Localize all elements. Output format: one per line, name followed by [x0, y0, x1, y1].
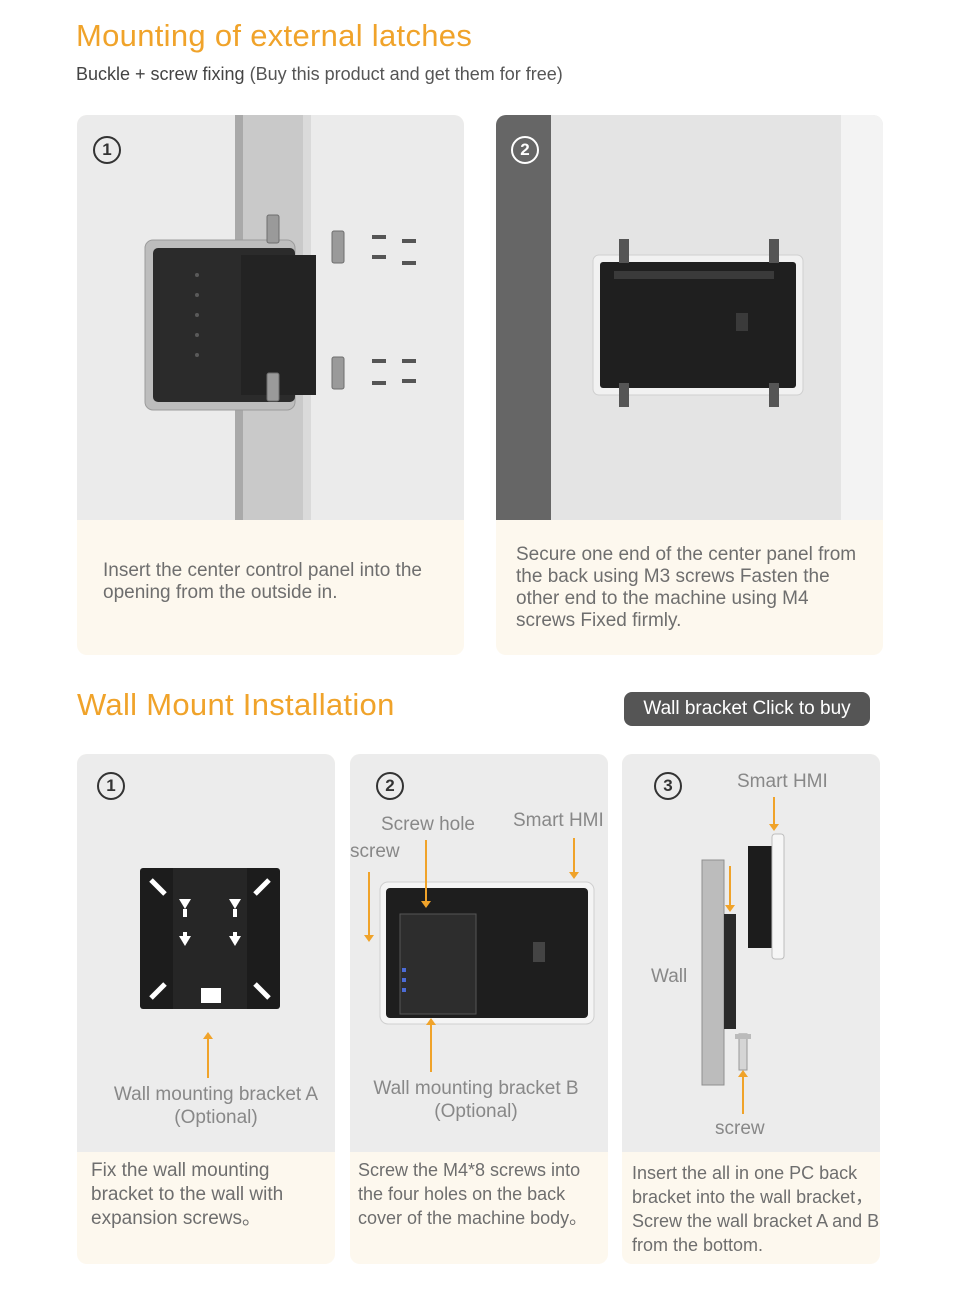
bracket-b-diagram [379, 881, 595, 1025]
label-bracket-a: Wall mounting bracket A (Optional) [113, 1084, 319, 1128]
bracket-a-diagram [140, 868, 280, 1009]
step-number-3: 3 [654, 772, 682, 800]
wall-step-1-illustration: 1 Wall mounting bracket A (Optional) [77, 754, 335, 1152]
latch-step-1-caption: Insert the center control panel into the… [103, 560, 422, 603]
label-screw-hole: Screw hole [381, 814, 475, 835]
wall-step-1-card: 1 Wall mounting bracket A (Optional) Fix… [77, 754, 335, 1264]
arrow-icon [421, 840, 431, 908]
label-bracket-b: Wall mounting bracket B (Optional) [373, 1078, 579, 1122]
arrow-icon [364, 872, 374, 942]
section-subtitle: Buckle + screw fixing (Buy this product … [76, 64, 563, 85]
wall-step-2-caption: Screw the M4*8 screws into the four hole… [358, 1160, 588, 1228]
label-screw: screw [350, 841, 400, 862]
latch-step-2-caption: Secure one end of the center panel from … [516, 544, 857, 631]
step-number-1: 1 [97, 772, 125, 800]
step-number-2: 2 [376, 772, 404, 800]
arrow-icon [426, 1018, 436, 1072]
latch-step-1-card: 1 Insert the center control panel into t… [77, 115, 464, 655]
label-wall: Wall [651, 966, 688, 987]
wall-step-2-card: 2 Screw hole Smart HMI screw Wall mounti… [350, 754, 608, 1264]
step-number-1: 1 [93, 136, 121, 164]
label-smart-hmi: Smart HMI [737, 771, 828, 792]
side-mount-diagram [701, 833, 785, 1086]
wall-step-3-caption: Insert the all in one PC back bracket in… [632, 1163, 880, 1255]
wall-step-3-card: 3 Smart HMI Wall screw Insert the all in… [622, 754, 880, 1264]
latch-step-2-illustration: 2 [496, 115, 883, 520]
latch-step-2-card: 2 Secure one end of the center panel fro… [496, 115, 883, 655]
subtitle-bold: Buckle + screw fixing [76, 64, 245, 84]
latch-step-1-illustration: 1 [77, 115, 464, 520]
section-title-wall-mount: Wall Mount Installation [77, 687, 395, 722]
panel-back-diagram [496, 115, 883, 520]
wall-step-1-caption: Fix the wall mounting bracket to the wal… [91, 1160, 284, 1229]
label-smart-hmi: Smart HMI [513, 810, 604, 831]
buy-wall-bracket-button[interactable]: Wall bracket Click to buy [624, 692, 870, 726]
arrow-icon [569, 838, 579, 879]
wall-step-2-illustration: 2 Screw hole Smart HMI screw Wall mounti… [350, 754, 608, 1152]
arrow-icon [203, 1032, 213, 1078]
wall-step-3-illustration: 3 Smart HMI Wall screw [622, 754, 880, 1152]
arrow-icon [769, 797, 779, 831]
arrow-icon [725, 866, 735, 912]
panel-insert-diagram [144, 115, 416, 520]
step-number-2: 2 [511, 136, 539, 164]
label-screw: screw [715, 1118, 765, 1139]
section-title-latches: Mounting of external latches [76, 18, 473, 53]
arrow-icon [738, 1070, 748, 1114]
subtitle-rest: (Buy this product and get them for free) [249, 64, 563, 84]
